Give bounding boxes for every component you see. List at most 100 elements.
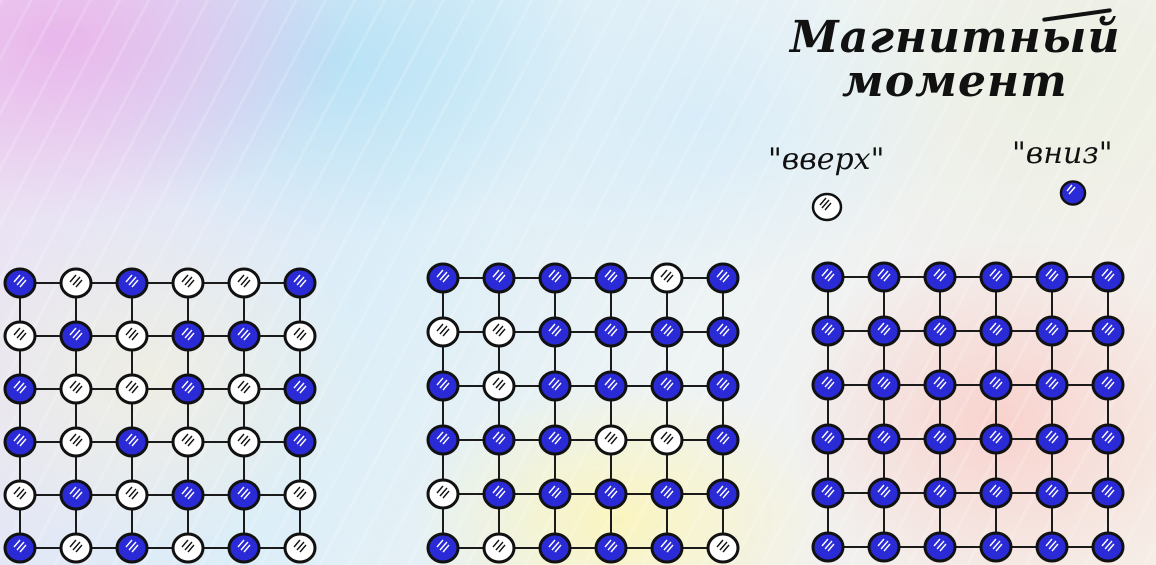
atom-spin-down [652, 318, 682, 346]
atom-spin-down [596, 480, 626, 508]
atom-spin-down [708, 372, 738, 400]
atom-spin-down [869, 425, 899, 453]
atom-spin-down [540, 372, 570, 400]
atom-spin-down [813, 479, 843, 507]
atom-spin-up [61, 534, 91, 562]
atom-spin-up [484, 318, 514, 346]
atom-spin-down [981, 371, 1011, 399]
atom-spin-up [61, 269, 91, 297]
atom-spin-down [925, 533, 955, 561]
atom-spin-down [5, 534, 35, 562]
atom-spin-down [813, 317, 843, 345]
atom-spin-up [229, 428, 259, 456]
atom-spin-down [540, 264, 570, 292]
atom-spin-down [1093, 533, 1123, 561]
atom-spin-down [484, 264, 514, 292]
atom-spin-down [229, 534, 259, 562]
atom-spin-up [484, 372, 514, 400]
atom-spin-down [173, 375, 203, 403]
atom-spin-down [813, 263, 843, 291]
atom-spin-down [981, 479, 1011, 507]
atom-spin-down [540, 318, 570, 346]
atom-spin-up [173, 269, 203, 297]
atom-spin-down [61, 481, 91, 509]
atom-spin-up [229, 375, 259, 403]
atom-spin-down [1093, 479, 1123, 507]
atom-spin-down [925, 371, 955, 399]
atom-spin-down [708, 480, 738, 508]
atom-spin-up [285, 534, 315, 562]
atom-spin-down [1093, 425, 1123, 453]
atom-spin-down [5, 269, 35, 297]
atom-spin-down [428, 372, 458, 400]
atom-spin-down [173, 481, 203, 509]
atom-spin-down [173, 322, 203, 350]
atom-spin-down [285, 428, 315, 456]
atom-spin-up [428, 318, 458, 346]
atom-spin-down [61, 322, 91, 350]
atom-spin-down [1037, 371, 1067, 399]
atom-spin-down [813, 425, 843, 453]
atom-spin-down [981, 425, 1011, 453]
atom-spin-down [869, 371, 899, 399]
atom-spin-down [869, 317, 899, 345]
atom-spin-down [540, 534, 570, 562]
atom-spin-up [285, 322, 315, 350]
atom-spin-up [61, 375, 91, 403]
atom-spin-down [813, 533, 843, 561]
atom-spin-down [596, 534, 626, 562]
atom-spin-down [981, 533, 1011, 561]
atom-spin-up [5, 322, 35, 350]
atom-spin-down [596, 372, 626, 400]
atom-spin-down [652, 372, 682, 400]
atom-spin-up [173, 428, 203, 456]
atom-spin-down [925, 263, 955, 291]
atom-spin-up [596, 426, 626, 454]
atom-spin-down [869, 533, 899, 561]
atom-spin-down [925, 479, 955, 507]
atom-spin-up [484, 534, 514, 562]
atom-spin-down [708, 426, 738, 454]
atom-spin-down [925, 425, 955, 453]
atom-spin-down [1037, 263, 1067, 291]
atom-spin-down [484, 426, 514, 454]
lattice-3 [813, 263, 1123, 561]
atom-spin-down [981, 263, 1011, 291]
atom-spin-down [813, 371, 843, 399]
atom-spin-down [285, 269, 315, 297]
atom-spin-down [1037, 533, 1067, 561]
atom-spin-down [596, 264, 626, 292]
atom-spin-up [229, 269, 259, 297]
atom-spin-up [117, 322, 147, 350]
atom-spin-down [484, 480, 514, 508]
atom-spin-up [652, 264, 682, 292]
atom-spin-up [5, 481, 35, 509]
atom-spin-up [652, 426, 682, 454]
atom-spin-down [285, 375, 315, 403]
lattice-1 [5, 269, 315, 562]
atom-spin-up [117, 481, 147, 509]
atom-spin-down [1093, 317, 1123, 345]
atom-spin-up [708, 534, 738, 562]
atom-spin-down [540, 480, 570, 508]
atom-spin-down [925, 317, 955, 345]
atom-spin-down [708, 264, 738, 292]
atom-spin-down [117, 428, 147, 456]
atom-spin-down [117, 269, 147, 297]
atom-spin-down [652, 534, 682, 562]
atom-spin-down [1093, 371, 1123, 399]
atom-spin-down [981, 317, 1011, 345]
atom-spin-down [869, 263, 899, 291]
atom-spin-up [61, 428, 91, 456]
atom-spin-down [1037, 425, 1067, 453]
atom-spin-down [428, 264, 458, 292]
atom-spin-up [173, 534, 203, 562]
atom-spin-down [229, 481, 259, 509]
atom-spin-down [869, 479, 899, 507]
atom-spin-down [1093, 263, 1123, 291]
atom-spin-down [428, 426, 458, 454]
atom-spin-down [5, 428, 35, 456]
atom-spin-down [1037, 317, 1067, 345]
atom-spin-up [285, 481, 315, 509]
